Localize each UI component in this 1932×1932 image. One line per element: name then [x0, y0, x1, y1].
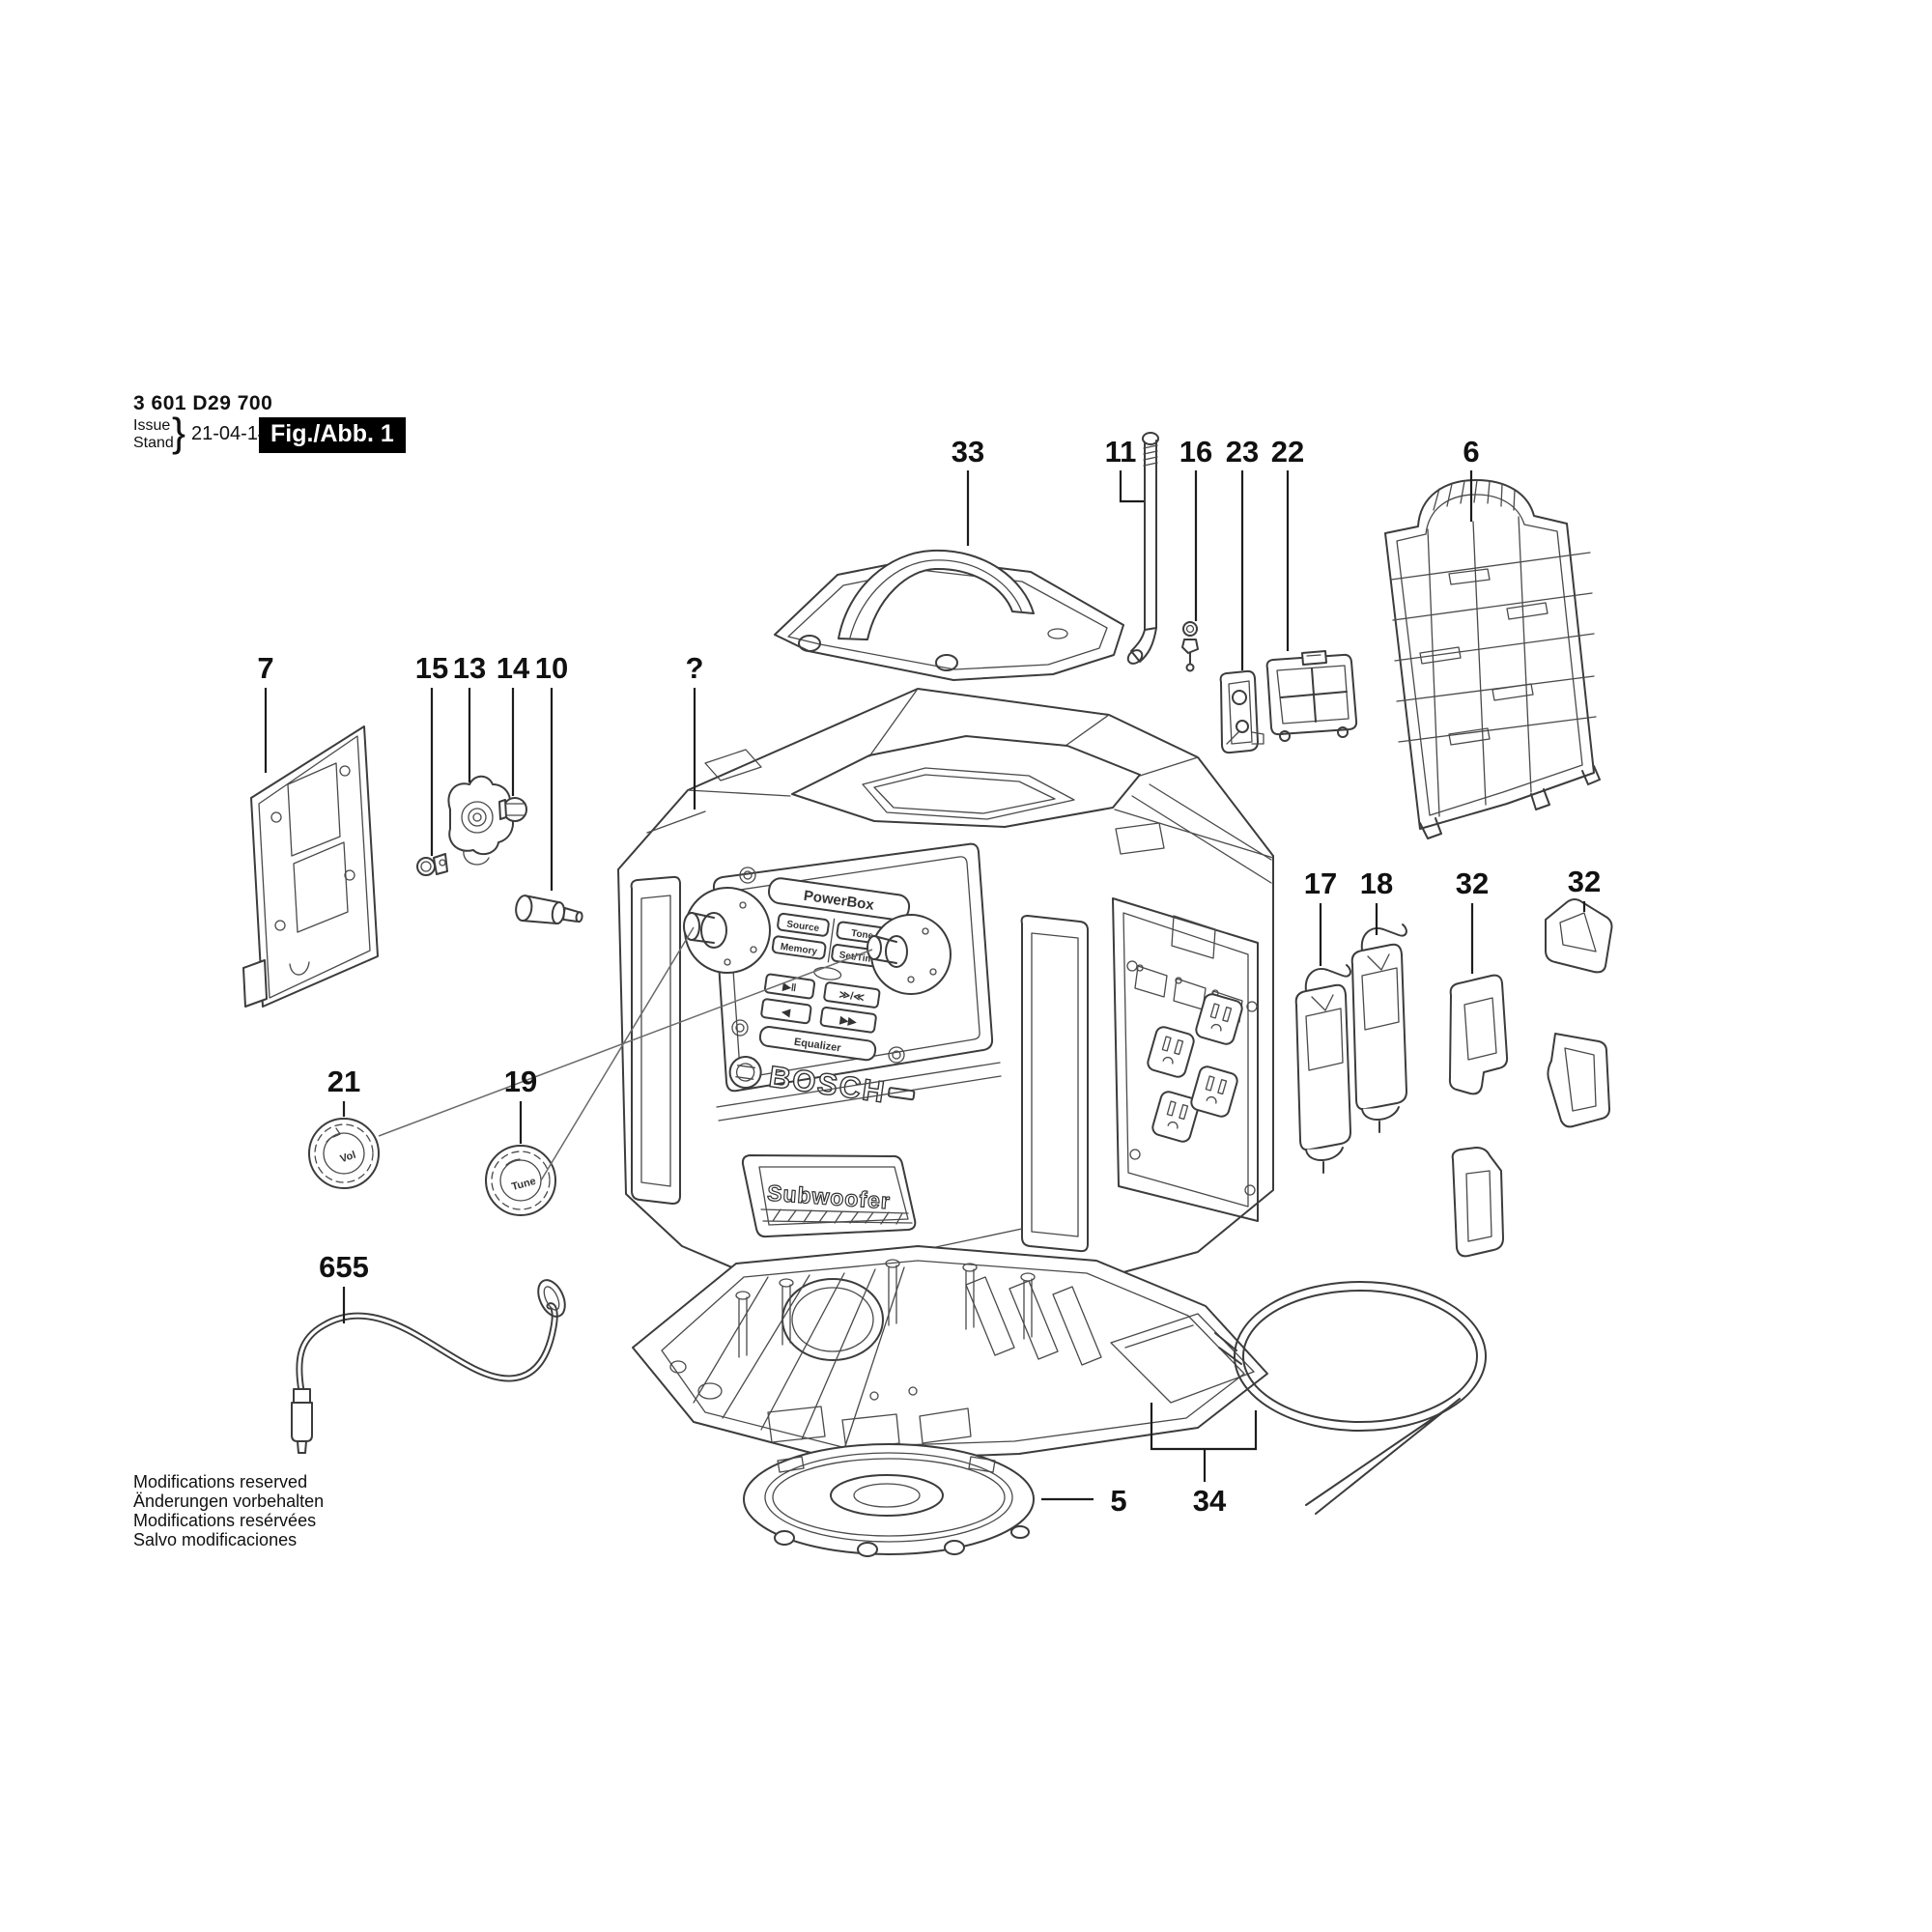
- issue-label: Issue: [133, 417, 171, 434]
- subwoofer-grille: Subwoofer: [741, 1154, 917, 1238]
- part-number: 3 601 D29 700: [133, 392, 273, 414]
- seek-icon: ≫/≪: [838, 989, 866, 1005]
- footer-line: Modifications resérvées: [133, 1511, 317, 1530]
- panel-tune-knob: [867, 914, 952, 995]
- speaker-part5: [743, 1443, 1035, 1557]
- clip-part15: [416, 853, 448, 876]
- part-label-33: 33: [952, 435, 984, 469]
- rubber-boot-part32-d: [1451, 1147, 1504, 1258]
- plug-part10: [515, 895, 583, 925]
- part-label-5: 5: [1110, 1484, 1126, 1518]
- screw-part16: [1181, 621, 1199, 672]
- part-label-19: 19: [504, 1065, 537, 1098]
- prev-icon: ◀: [781, 1007, 792, 1019]
- leader-lines: [264, 470, 1586, 1501]
- mounting-plate-part7: [242, 725, 379, 1008]
- part-label-14: 14: [497, 651, 530, 685]
- play-pause-icon: ▶‖: [781, 980, 797, 994]
- footer-line: Änderungen vorbehalten: [133, 1492, 325, 1511]
- part-label-6: 6: [1463, 435, 1479, 469]
- figure-badge: Fig./Abb. 1: [259, 417, 406, 453]
- part-label-32: 32: [1456, 867, 1489, 900]
- socket-cover-part13: [447, 775, 514, 866]
- part-label-16: 16: [1179, 435, 1212, 469]
- footer-line: Salvo modificaciones: [133, 1530, 298, 1549]
- outlet-door: [1112, 897, 1259, 1222]
- part-label-11: 11: [1105, 435, 1137, 469]
- volume-knob-part21: Vol: [308, 1118, 380, 1189]
- grid-frame-part22: [1265, 650, 1358, 742]
- part-label-23: 23: [1226, 435, 1259, 469]
- part-label-7: 7: [257, 651, 273, 685]
- tune-knob-part19: Tune: [485, 1145, 556, 1216]
- source-button: Source: [786, 920, 821, 935]
- part-label-21: 21: [327, 1065, 360, 1098]
- cap-part14: [498, 797, 527, 822]
- tone-button: Tone: [850, 928, 874, 942]
- brace-glyph: }: [172, 410, 186, 455]
- power-outlets: [1147, 993, 1243, 1143]
- cage-panel-part6: [1384, 479, 1601, 839]
- part-label-22: 22: [1271, 435, 1304, 469]
- strap-cable-part655: [291, 1279, 566, 1454]
- rubber-boot-part32-b: [1545, 898, 1613, 974]
- part-label-655: 655: [319, 1250, 369, 1284]
- outlet-flap-part18: [1350, 923, 1407, 1133]
- document-header: 3 601 D29 700 Issue Stand } 21-04-14 Fig…: [133, 392, 520, 479]
- stand-label: Stand: [133, 435, 174, 451]
- footer-notes: Modifications reserved Änderungen vorbeh…: [133, 1472, 324, 1549]
- knob-reference-lines: [378, 926, 873, 1181]
- panel-volume-knob: [683, 887, 771, 974]
- next-icon: ▶▶: [838, 1014, 858, 1028]
- power-cord-part34: [1214, 1281, 1487, 1515]
- part-label-17: 17: [1304, 867, 1337, 900]
- bracket-part23: [1219, 669, 1264, 754]
- part-label-32: 32: [1568, 865, 1601, 898]
- issue-date: 21-04-14: [191, 423, 270, 444]
- rubber-boot-part32-a: [1448, 974, 1509, 1095]
- part-label-15: 15: [415, 651, 448, 685]
- part-label-34: 34: [1193, 1484, 1227, 1518]
- main-unit-body: PowerBox Source Tone Memory Set/Time ▶‖ …: [617, 688, 1274, 1307]
- part-label-10: 10: [535, 651, 568, 685]
- vol-knob-label: Vol: [339, 1150, 357, 1165]
- footer-line: Modifications reserved: [133, 1472, 308, 1492]
- antenna-part11: [1126, 432, 1159, 665]
- memory-button: Memory: [780, 942, 818, 957]
- part-label-13: 13: [453, 651, 486, 685]
- carry-handle-part33: [774, 549, 1124, 681]
- outlet-flap-part17: [1294, 964, 1351, 1174]
- part-label-18: 18: [1360, 867, 1393, 900]
- base-tray: [632, 1245, 1268, 1462]
- part-label-unknown: ?: [686, 651, 704, 685]
- rubber-boot-part32-c: [1547, 1033, 1610, 1128]
